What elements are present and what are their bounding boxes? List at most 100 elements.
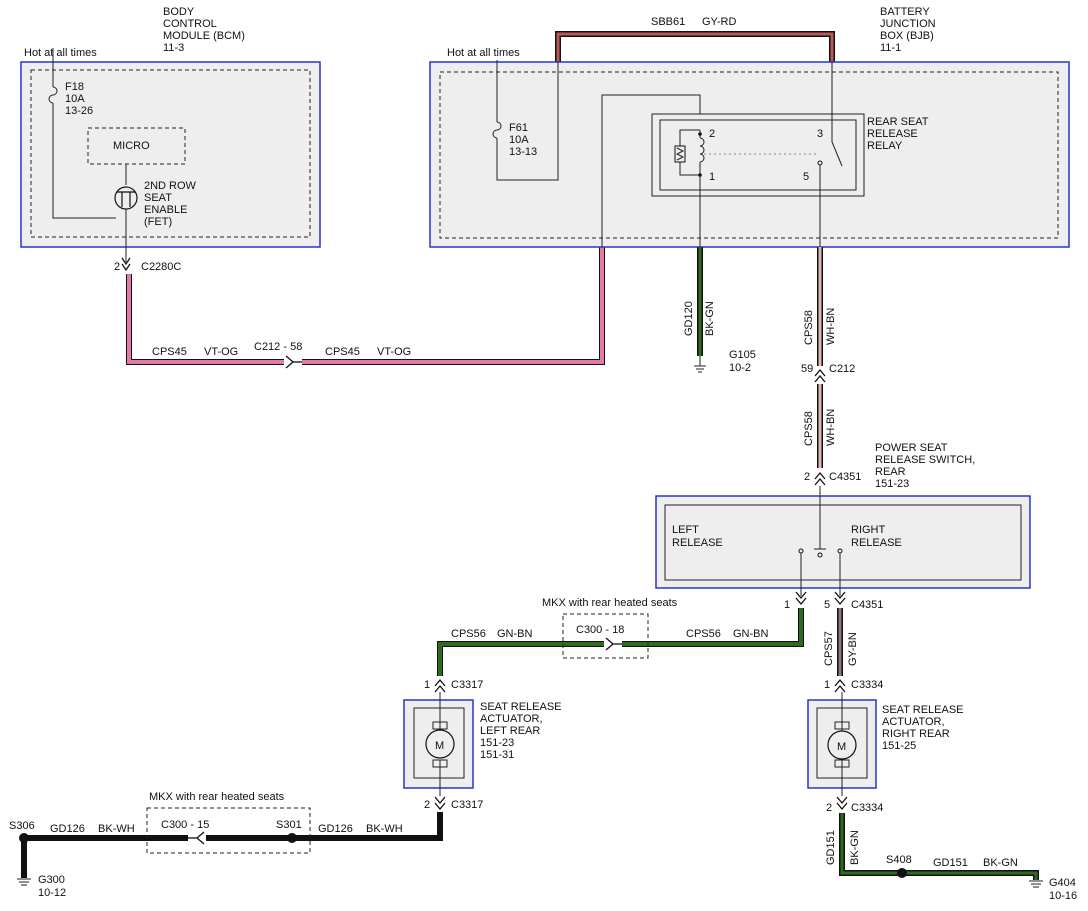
fuse-f61-icon: [492, 121, 502, 139]
g300-label: G300: [38, 874, 65, 886]
fet-transistor-icon: [114, 186, 138, 210]
s408-label: S408: [886, 854, 912, 866]
switch-title-1: POWER SEAT: [875, 442, 948, 454]
c212-58-label: C212 - 58: [254, 341, 302, 353]
s301-label: S301: [276, 819, 302, 831]
fuse-f18-amps: 10A: [65, 93, 85, 105]
bcm-title-1: BODY: [163, 6, 195, 18]
wire-cps56: MKX with rear heated seats C300 - 18 CPS…: [437, 597, 804, 676]
switch-right-2: RELEASE: [851, 537, 902, 549]
bcm-hot-label: Hot at all times: [24, 47, 97, 59]
power-seat-release-switch: POWER SEAT RELEASE SWITCH, REAR 151-23 L…: [655, 442, 1031, 596]
switch-left-1: LEFT: [672, 524, 699, 536]
micro-block: [87, 127, 186, 165]
bcm-title-4: 11-3: [163, 42, 184, 54]
mkx-upper-note: MKX with rear heated seats: [542, 597, 678, 609]
switch-left-2: RELEASE: [672, 537, 723, 549]
actuator-right-rear: 1 C3334 M SEAT RELEASE ACTUATOR, RIGHT R…: [807, 678, 964, 814]
actuator-right-label-3: RIGHT REAR: [882, 728, 950, 740]
bjb-title-4: 11-1: [880, 42, 901, 54]
cps45-left-circuit: CPS45: [152, 346, 187, 358]
c3334-top-pin: 1: [824, 679, 830, 691]
wire-sbb61: SBB61 GY-RD: [555, 16, 835, 62]
c3317-bottom-name: C3317: [451, 799, 483, 811]
cps58-lower-color: WH-BN: [825, 409, 837, 446]
c3334-top-name: C3334: [851, 679, 883, 691]
motor-left-symbol: M: [435, 740, 444, 752]
cps58-upper-circuit: CPS58: [803, 310, 815, 345]
fuse-f18-page: 13-26: [65, 105, 93, 117]
c300-18-label: C300 - 18: [576, 624, 624, 636]
cps45-right-color: VT-OG: [377, 346, 411, 358]
wire-gd151: GD151 BK-GN S408 GD151 BK-GN G404 10-16: [825, 813, 1077, 902]
cps58-upper-color: WH-BN: [825, 308, 837, 345]
g300-page: 10-12: [38, 887, 66, 899]
c212-name: C212: [829, 363, 855, 375]
wire-gd126: MKX with rear heated seats C300 - 15 S30…: [9, 791, 443, 899]
motor-left-icon: [425, 729, 455, 759]
actuator-right-label-4: 151-25: [882, 740, 916, 752]
mkx-upper-box: [562, 613, 649, 659]
switch-title-2: RELEASE SWITCH,: [875, 454, 975, 466]
bcm-title-2: CONTROL: [163, 18, 217, 30]
cps56-right-color: GN-BN: [733, 628, 769, 640]
splice-s408-icon: [897, 868, 907, 878]
relay-pin-5: 5: [803, 171, 809, 183]
sbb61-circuit: SBB61: [651, 16, 685, 28]
actuator-left-label-5: 151-31: [480, 749, 514, 761]
c4351-top-pin: 2: [804, 471, 810, 483]
actuator-left-label-1: SEAT RELEASE: [480, 701, 562, 713]
wire-gd120: GD120 BK-GN G105 10-2: [683, 247, 756, 374]
c4351-top-name: C4351: [829, 471, 861, 483]
c3334-bottom-pin: 2: [826, 802, 832, 814]
switch-contact-center: [817, 552, 823, 558]
relay-pin-1: 1: [709, 171, 715, 183]
s306-label: S306: [9, 820, 35, 832]
g404-label: G404: [1049, 877, 1076, 889]
relay-coil-icon: [674, 129, 818, 176]
wire-cps45-fill-left: [127, 274, 284, 364]
mkx-lower-box: [146, 807, 311, 854]
c2280c-name: C2280C: [141, 261, 181, 273]
bjb-title-3: BOX (BJB): [880, 30, 934, 42]
ground-g105-icon: [694, 356, 706, 373]
switch-title-4: 151-23: [875, 478, 909, 490]
gd151-vertical-color: BK-GN: [849, 830, 861, 865]
motor-right-icon: [827, 730, 857, 760]
c212-pin: 59: [801, 363, 813, 375]
c3334-bottom-name: C3334: [851, 802, 883, 814]
fet-label-4: (FET): [144, 216, 172, 228]
connector-c2280c: 2 C2280C: [114, 257, 181, 273]
ground-g300-icon: [17, 878, 31, 886]
fuse-f61-amps: 10A: [509, 134, 529, 146]
fuse-f61-name: F61: [509, 122, 528, 134]
c3317-bottom-pin: 2: [424, 799, 430, 811]
connector-c4351-bottom: 1 5 C4351: [784, 591, 883, 611]
c4351-pin-1: 1: [784, 599, 790, 611]
fet-label-3: ENABLE: [144, 204, 187, 216]
wire-gd126-fill-right: [206, 812, 442, 840]
relay-outer: [651, 113, 865, 197]
bjb-module: BATTERY JUNCTION BOX (BJB) 11-1 Hot at a…: [429, 6, 1070, 248]
bjb-title-1: BATTERY: [880, 6, 930, 18]
cps56-left-circuit: CPS56: [451, 628, 486, 640]
c4351-bottom-name: C4351: [851, 599, 883, 611]
gd120-circuit: GD120: [683, 301, 695, 336]
g404-page: 10-16: [1049, 890, 1077, 902]
actuator-right-label-1: SEAT RELEASE: [882, 704, 964, 716]
cps45-right-circuit: CPS45: [325, 346, 360, 358]
switch-right-1: RIGHT: [851, 524, 886, 536]
micro-label: MICRO: [113, 140, 150, 152]
cps45-left-color: VT-OG: [204, 346, 238, 358]
actuator-left-label-2: ACTUATOR,: [480, 713, 543, 725]
relay-label-3: RELAY: [867, 140, 903, 152]
bjb-title-2: JUNCTION: [880, 18, 936, 30]
switch-title-3: REAR: [875, 466, 906, 478]
fet-label-1: 2ND ROW: [144, 180, 197, 192]
wire-cps45: CPS45 VT-OG C212 - 58 CPS45 VT-OG: [126, 247, 605, 369]
relay-label-2: RELEASE: [867, 128, 918, 140]
gd151-horizontal-color: BK-GN: [983, 857, 1018, 869]
relay-pin-2: 2: [709, 128, 715, 140]
gd120-color: BK-GN: [704, 301, 716, 336]
